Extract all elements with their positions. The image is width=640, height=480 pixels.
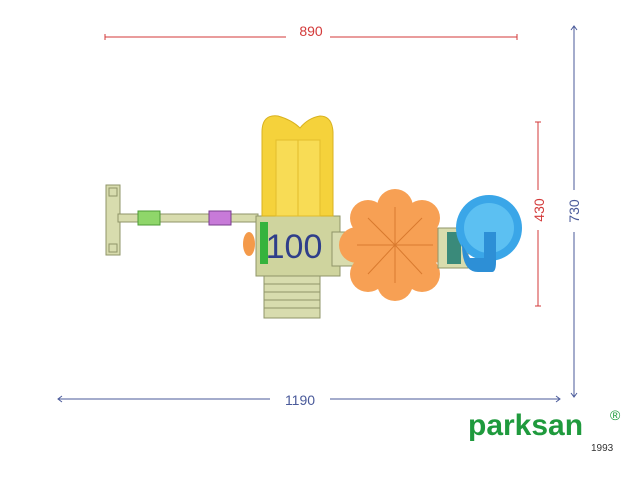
swing-seat-purple <box>208 210 232 226</box>
parksan-logo: parksan ® 1993 <box>468 407 628 459</box>
tower-stairs <box>263 275 321 319</box>
orange-roof <box>339 189 451 301</box>
blue-tube-slide <box>456 195 522 272</box>
swing-frame <box>105 184 259 256</box>
logo-year: 1993 <box>591 443 614 454</box>
logo-registered-mark: ® <box>610 407 621 423</box>
bottom-dimension: 1190 <box>57 392 561 408</box>
right-inner-dimension: 430 <box>531 121 547 307</box>
right-inner-dimension-label: 430 <box>531 198 547 222</box>
yellow-slide <box>261 115 334 217</box>
top-dimension: 890 <box>104 23 518 40</box>
right-outer-dimension-label: 730 <box>566 199 582 223</box>
top-dimension-label: 890 <box>299 23 323 39</box>
bottom-dimension-label: 1190 <box>285 392 315 408</box>
model-number: 100 <box>266 228 323 266</box>
tower-panel-green <box>260 222 268 264</box>
tube-entrance <box>447 232 461 264</box>
right-outer-dimension: 730 <box>566 25 582 398</box>
swing-seat-green <box>137 210 161 226</box>
tower-side-orange <box>243 232 255 256</box>
logo-wordmark: parksan <box>468 409 584 442</box>
